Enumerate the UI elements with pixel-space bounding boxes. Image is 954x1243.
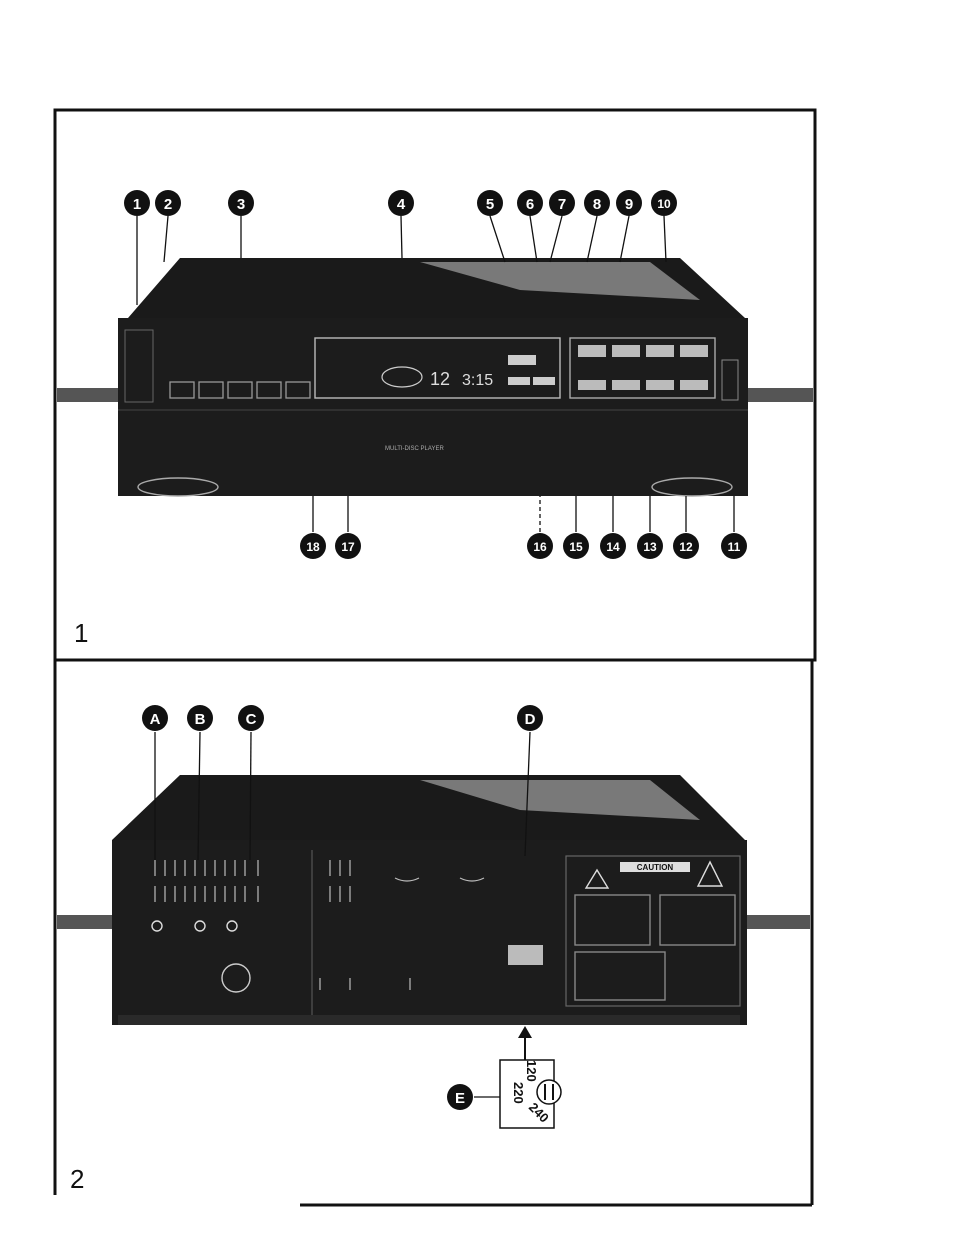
disc-button-2	[198, 381, 224, 399]
callout-18: 18	[306, 540, 320, 554]
disc-button-1	[169, 381, 195, 399]
callout-12: 12	[679, 540, 693, 554]
callout-9: 9	[625, 196, 633, 213]
callout-8: 8	[593, 196, 601, 213]
voltage-220: 220	[511, 1082, 526, 1104]
play-button	[646, 345, 674, 357]
callout-3: 3	[237, 196, 245, 213]
pause-button	[680, 345, 708, 357]
callouts-top-2: A B C D E	[142, 705, 543, 1110]
vents-middle	[319, 860, 485, 990]
disc-button-4	[256, 381, 282, 399]
jack-b	[194, 920, 206, 932]
top-reflection	[420, 262, 700, 300]
callout-6: 6	[526, 196, 534, 213]
caution-label: CAUTION	[637, 863, 674, 872]
leader-lines-2	[154, 731, 531, 1098]
panel-label: MULTI-DISC PLAYER	[385, 446, 444, 452]
mode-button-2	[612, 380, 640, 390]
exclamation-warning-icon	[696, 860, 724, 887]
callout-d: D	[525, 711, 536, 728]
display-button-a	[508, 355, 536, 365]
callout-10: 10	[657, 197, 671, 211]
callout-4: 4	[397, 196, 406, 213]
player-front: 12 3:15 MULTI-DISC PLAYER	[57, 258, 813, 497]
player-front-face	[118, 318, 748, 496]
callout-e: E	[455, 1090, 465, 1107]
callout-1: 1	[133, 196, 141, 213]
callout-b: B	[195, 711, 206, 728]
display-track: 12	[430, 369, 450, 389]
voltage-selector: 120 220 240	[499, 1059, 562, 1129]
callout-2: 2	[164, 196, 172, 213]
lightning-warning-icon	[584, 868, 610, 889]
display-button-c	[533, 377, 555, 385]
callout-14: 14	[606, 540, 620, 554]
voltage-dial	[536, 1079, 562, 1105]
callouts-bottom-1: 18 17 16 15 14 13 12 11	[300, 533, 747, 559]
vents-left	[154, 860, 259, 902]
vent-panel-3	[574, 951, 666, 1001]
rating-label	[508, 945, 543, 965]
callout-a: A	[150, 711, 161, 728]
display-window	[314, 337, 561, 399]
callout-17: 17	[341, 540, 355, 554]
callout-7: 7	[558, 196, 566, 213]
stop-button	[680, 380, 708, 390]
jack-a	[151, 920, 163, 932]
rear-top-reflection	[420, 780, 700, 820]
player-rear: CAUTION	[57, 775, 810, 1025]
callout-5: 5	[486, 196, 494, 213]
disc-button-5	[285, 381, 311, 399]
up-arrow-icon	[518, 1026, 532, 1060]
figure-1-frame	[53, 108, 817, 662]
caution-area	[565, 855, 741, 1007]
disc-button-3	[227, 381, 253, 399]
display-button-b	[508, 377, 530, 385]
connector-socket	[221, 963, 251, 993]
right-foot	[651, 477, 733, 497]
mode-button-1	[578, 380, 606, 390]
callout-13: 13	[643, 540, 657, 554]
voltage-120: 120	[524, 1060, 539, 1082]
side-button	[721, 359, 739, 401]
power-switch-area	[124, 329, 154, 403]
callout-16: 16	[533, 540, 547, 554]
mode-button-3	[646, 380, 674, 390]
left-foot	[137, 477, 219, 497]
disc-buttons	[169, 381, 311, 399]
caution-plate	[620, 862, 690, 872]
transport-panel	[569, 337, 716, 399]
leader-lines-1	[136, 215, 735, 532]
figure-1-number: 1	[74, 618, 89, 648]
display-time: 3:15	[462, 372, 493, 389]
prev-button	[578, 345, 606, 357]
vent-panel-2	[659, 894, 736, 946]
disc-indicator-icon	[381, 366, 423, 388]
jack-c	[226, 920, 238, 932]
next-button	[612, 345, 640, 357]
figure-2-number: 2	[70, 1164, 85, 1194]
callout-15: 15	[569, 540, 583, 554]
callouts-top-1: 1 2 3 4 5 6 7 8 9 10	[124, 190, 677, 216]
callout-11: 11	[728, 540, 741, 554]
callout-c: C	[246, 711, 257, 728]
vent-panel-1	[574, 894, 651, 946]
